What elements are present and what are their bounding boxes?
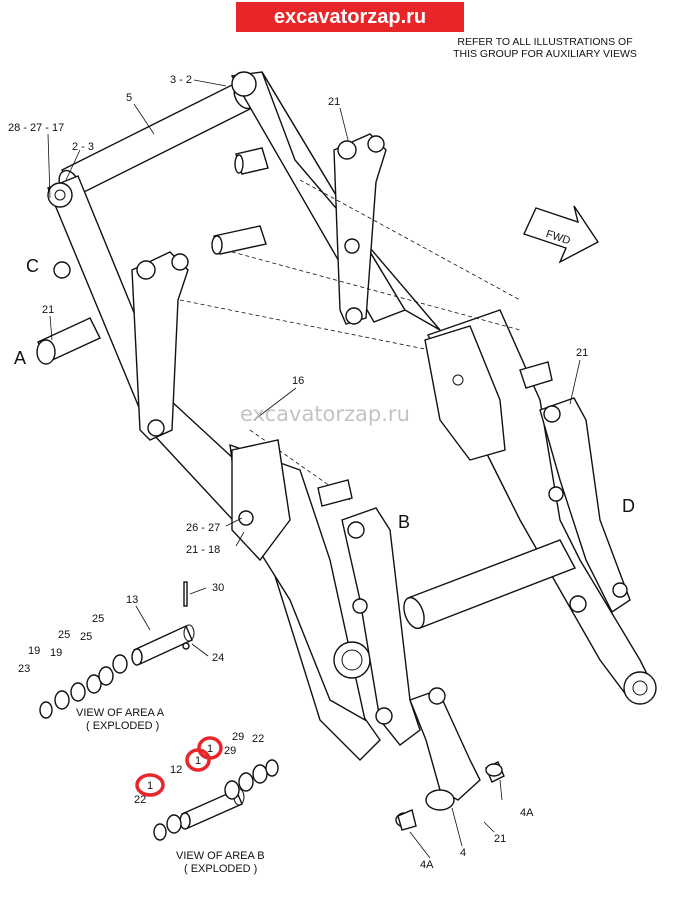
- callout-21-18: 21 - 18: [186, 544, 220, 556]
- callout-26-27: 26 - 27: [186, 522, 220, 534]
- fwd-direction-arrow: FWD: [523, 205, 600, 264]
- callout-1-b: 1: [195, 755, 201, 767]
- note-line-2: THIS GROUP FOR AUXILIARY VIEWS: [453, 48, 637, 60]
- callout-21-left: 21: [42, 304, 54, 316]
- cross-tube-top: [58, 80, 257, 197]
- callout-25-b: 25: [58, 629, 70, 641]
- view-label-c: C: [26, 256, 39, 276]
- callout-21-bottom: 21: [494, 833, 506, 845]
- callout-28-27-17: 28 - 27 - 17: [8, 122, 64, 134]
- view-label-d: D: [622, 496, 635, 516]
- tilt-lever-front-b: [341, 507, 421, 746]
- callout-19-b: 19: [50, 647, 62, 659]
- callout-4a-bottom: 4A: [420, 859, 434, 871]
- callout-5: 5: [126, 92, 132, 104]
- callout-21-top: 21: [328, 96, 340, 108]
- callout-24: 24: [212, 652, 224, 664]
- highlight-circle-1c: [197, 736, 223, 760]
- callout-13: 13: [126, 594, 138, 606]
- callout-25-a: 25: [92, 613, 104, 625]
- callout-22-b: 22: [134, 794, 146, 806]
- view-b-caption-1: VIEW OF AREA B: [176, 850, 265, 862]
- callouts-main: 3 - 2 5 28 - 27 - 17 2 - 3 21 21 21 16 2…: [8, 74, 588, 871]
- auxiliary-views-note: REFER TO ALL ILLUSTRATIONS OF THIS GROUP…: [430, 36, 660, 60]
- boss-plate: [231, 325, 506, 562]
- view-a-caption-2: ( EXPLODED ): [86, 720, 159, 732]
- view-label-a: A: [14, 348, 26, 368]
- callout-29-b: 29: [224, 745, 236, 757]
- callout-19-a: 19: [28, 645, 40, 657]
- hidden-lines: [179, 147, 553, 507]
- callout-leaders: [47, 79, 581, 859]
- callout-4a-right: 4A: [520, 807, 534, 819]
- view-label-b: B: [398, 512, 410, 532]
- callout-25-c: 25: [80, 631, 92, 643]
- view-a-caption-1: VIEW OF AREA A: [76, 707, 165, 719]
- tilt-link-bottom: [395, 687, 505, 831]
- callout-23: 23: [18, 663, 30, 675]
- site-banner[interactable]: excavatorzap.ru: [236, 2, 464, 32]
- exploded-view-a: 30 13 24 25 25 25 19 19 23 VIEW OF AREA …: [18, 581, 224, 732]
- cross-tube-bottom: [403, 539, 576, 630]
- callout-1-a: 1: [147, 780, 153, 792]
- callout-1-c: 1: [207, 743, 213, 755]
- tilt-lever-d: [539, 397, 631, 614]
- callout-21-right: 21: [576, 347, 588, 359]
- tilt-lever-rear-right: [333, 133, 387, 325]
- callout-12: 12: [170, 764, 182, 776]
- callout-3-2: 3 - 2: [170, 74, 192, 86]
- center-watermark: excavatorzap.ru: [240, 402, 410, 426]
- callout-22-a: 22: [252, 733, 264, 745]
- callout-2-3: 2 - 3: [72, 141, 94, 153]
- note-line-1: REFER TO ALL ILLUSTRATIONS OF: [457, 36, 633, 48]
- exploded-view-b: 29 29 22 22 12 VIEW OF AREA B ( EXPLODED…: [134, 731, 279, 875]
- tilt-lever-front-left: [131, 251, 189, 441]
- callout-16: 16: [292, 375, 304, 387]
- callout-4: 4: [460, 847, 466, 859]
- highlight-circle-1a: [135, 773, 165, 797]
- callout-29-a: 29: [232, 731, 244, 743]
- view-b-caption-2: ( EXPLODED ): [184, 863, 257, 875]
- callout-30: 30: [212, 582, 224, 594]
